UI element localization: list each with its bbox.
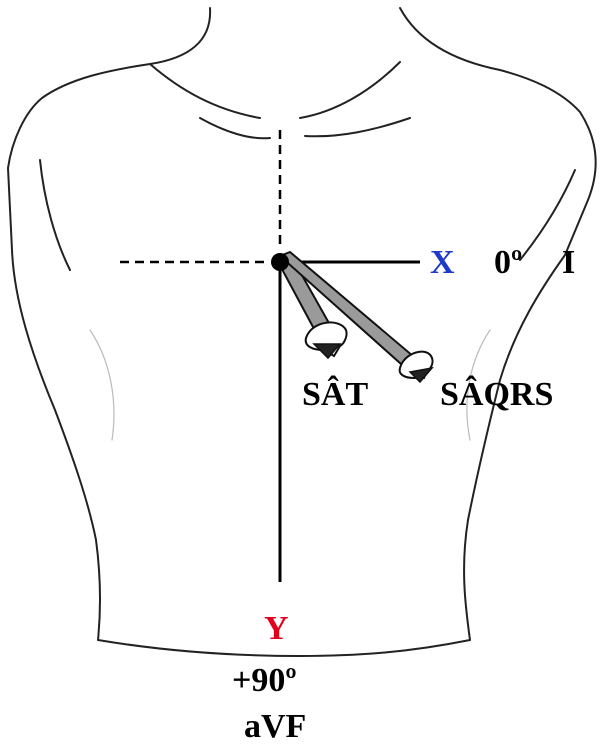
ninety-degree-label: +90º xyxy=(232,664,297,698)
qrs-axis-label: SÂQRS xyxy=(440,378,553,412)
lead-i-label: I xyxy=(562,246,575,280)
back-line-left xyxy=(90,330,114,440)
right-chest-line xyxy=(305,118,410,136)
t-axis-label: SÂT xyxy=(302,378,368,412)
lead-avf-label: aVF xyxy=(244,710,306,744)
right-clavicle xyxy=(300,62,400,118)
left-clavicle xyxy=(150,64,260,118)
left-chest-line xyxy=(200,118,270,138)
qrs-axis-arrow xyxy=(280,252,433,382)
y-axis-label: Y xyxy=(264,612,289,646)
origin-dot xyxy=(271,253,289,271)
zero-degree-label: 0º xyxy=(494,246,522,280)
left-arm-crease xyxy=(40,160,70,270)
torso-outline xyxy=(8,8,596,656)
x-axis-label: X xyxy=(430,246,455,280)
